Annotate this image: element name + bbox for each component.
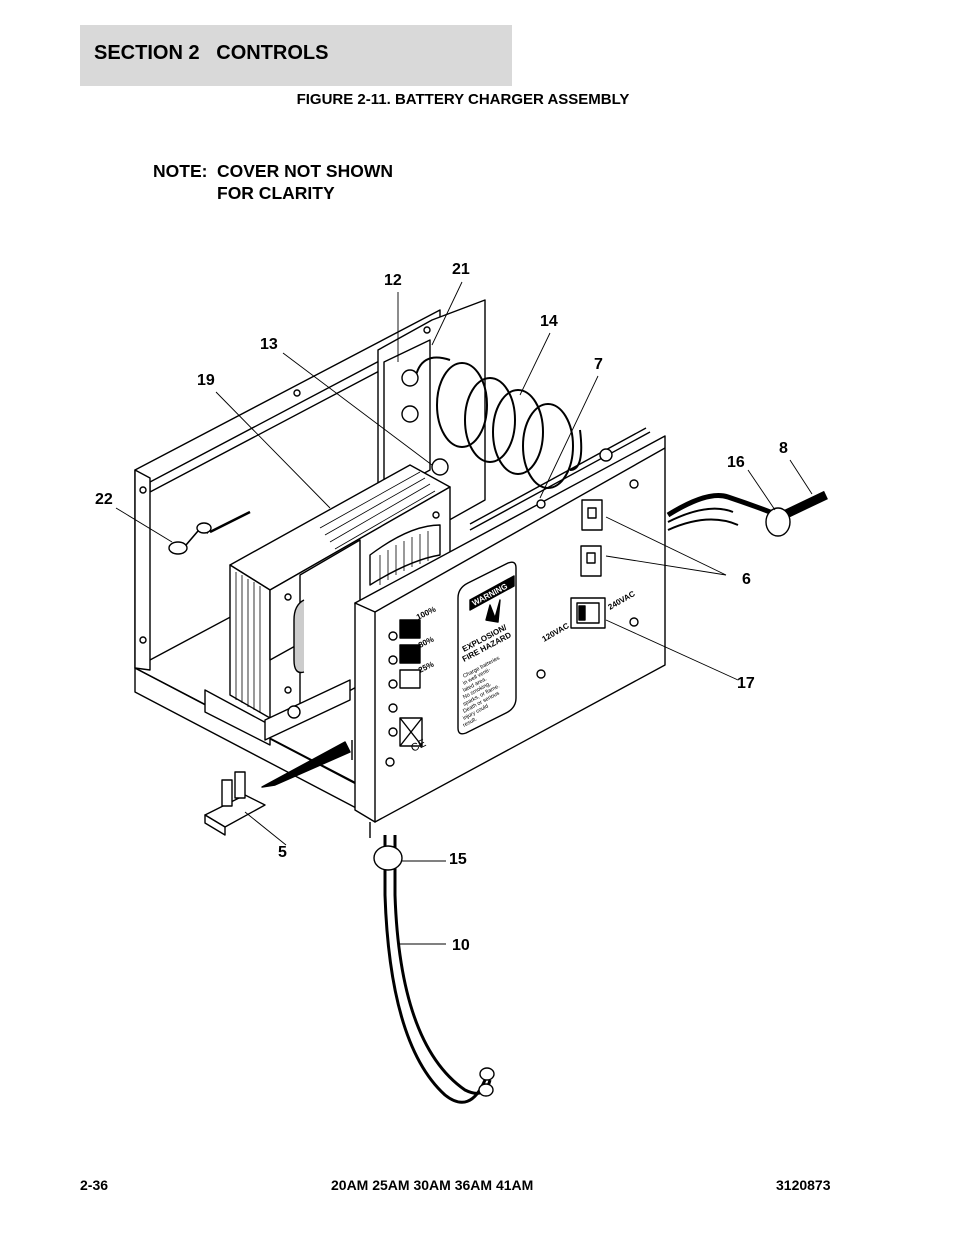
callout-17: 17 [737,675,755,692]
mounting-rails [204,679,351,746]
square-buttons [580,499,603,577]
callout-19: 19 [197,372,215,389]
callout-10: 10 [452,937,470,954]
callout-7: 7 [594,356,603,373]
leader-lines [115,281,813,945]
note-line-1: COVER NOT SHOWN [217,161,393,181]
footer-models: 20AM 25AM 30AM 36AM 41AM [331,1177,534,1193]
callout-12: 12 [384,272,402,289]
transformer [229,464,451,719]
terminal-block [204,741,351,836]
note-line-2: FOR CLARITY [217,183,335,203]
note-block: NOTE: COVER NOT SHOWN FOR CLARITY [153,160,393,204]
footer-doc-number: 3120873 [776,1177,831,1193]
section-title: SECTION 2 CONTROLS [94,42,329,64]
side-panel-left [134,469,151,671]
callout-22: 22 [95,491,113,508]
callout-16: 16 [727,454,745,471]
panel-holes [139,326,639,767]
callout-15: 15 [449,851,467,868]
callout-21: 21 [452,261,470,278]
section-header-bar: SECTION 2 CONTROLS [80,25,512,86]
ring-lead [168,510,251,555]
callout-13: 13 [260,336,278,353]
note-label: NOTE: [153,161,208,181]
footer-page-number: 2-36 [80,1177,109,1193]
callout-8: 8 [779,440,788,457]
warning-label [457,561,517,735]
led-indicators [399,619,423,747]
callout-5: 5 [278,844,287,861]
figure-title: FIGURE 2-11. BATTERY CHARGER ASSEMBLY [296,91,630,108]
dc-leads [373,835,495,1104]
terminals [401,369,613,476]
callout-14: 14 [540,313,558,330]
ac-cord [666,490,828,537]
voltage-switch [570,597,606,629]
callout-6: 6 [742,571,751,588]
